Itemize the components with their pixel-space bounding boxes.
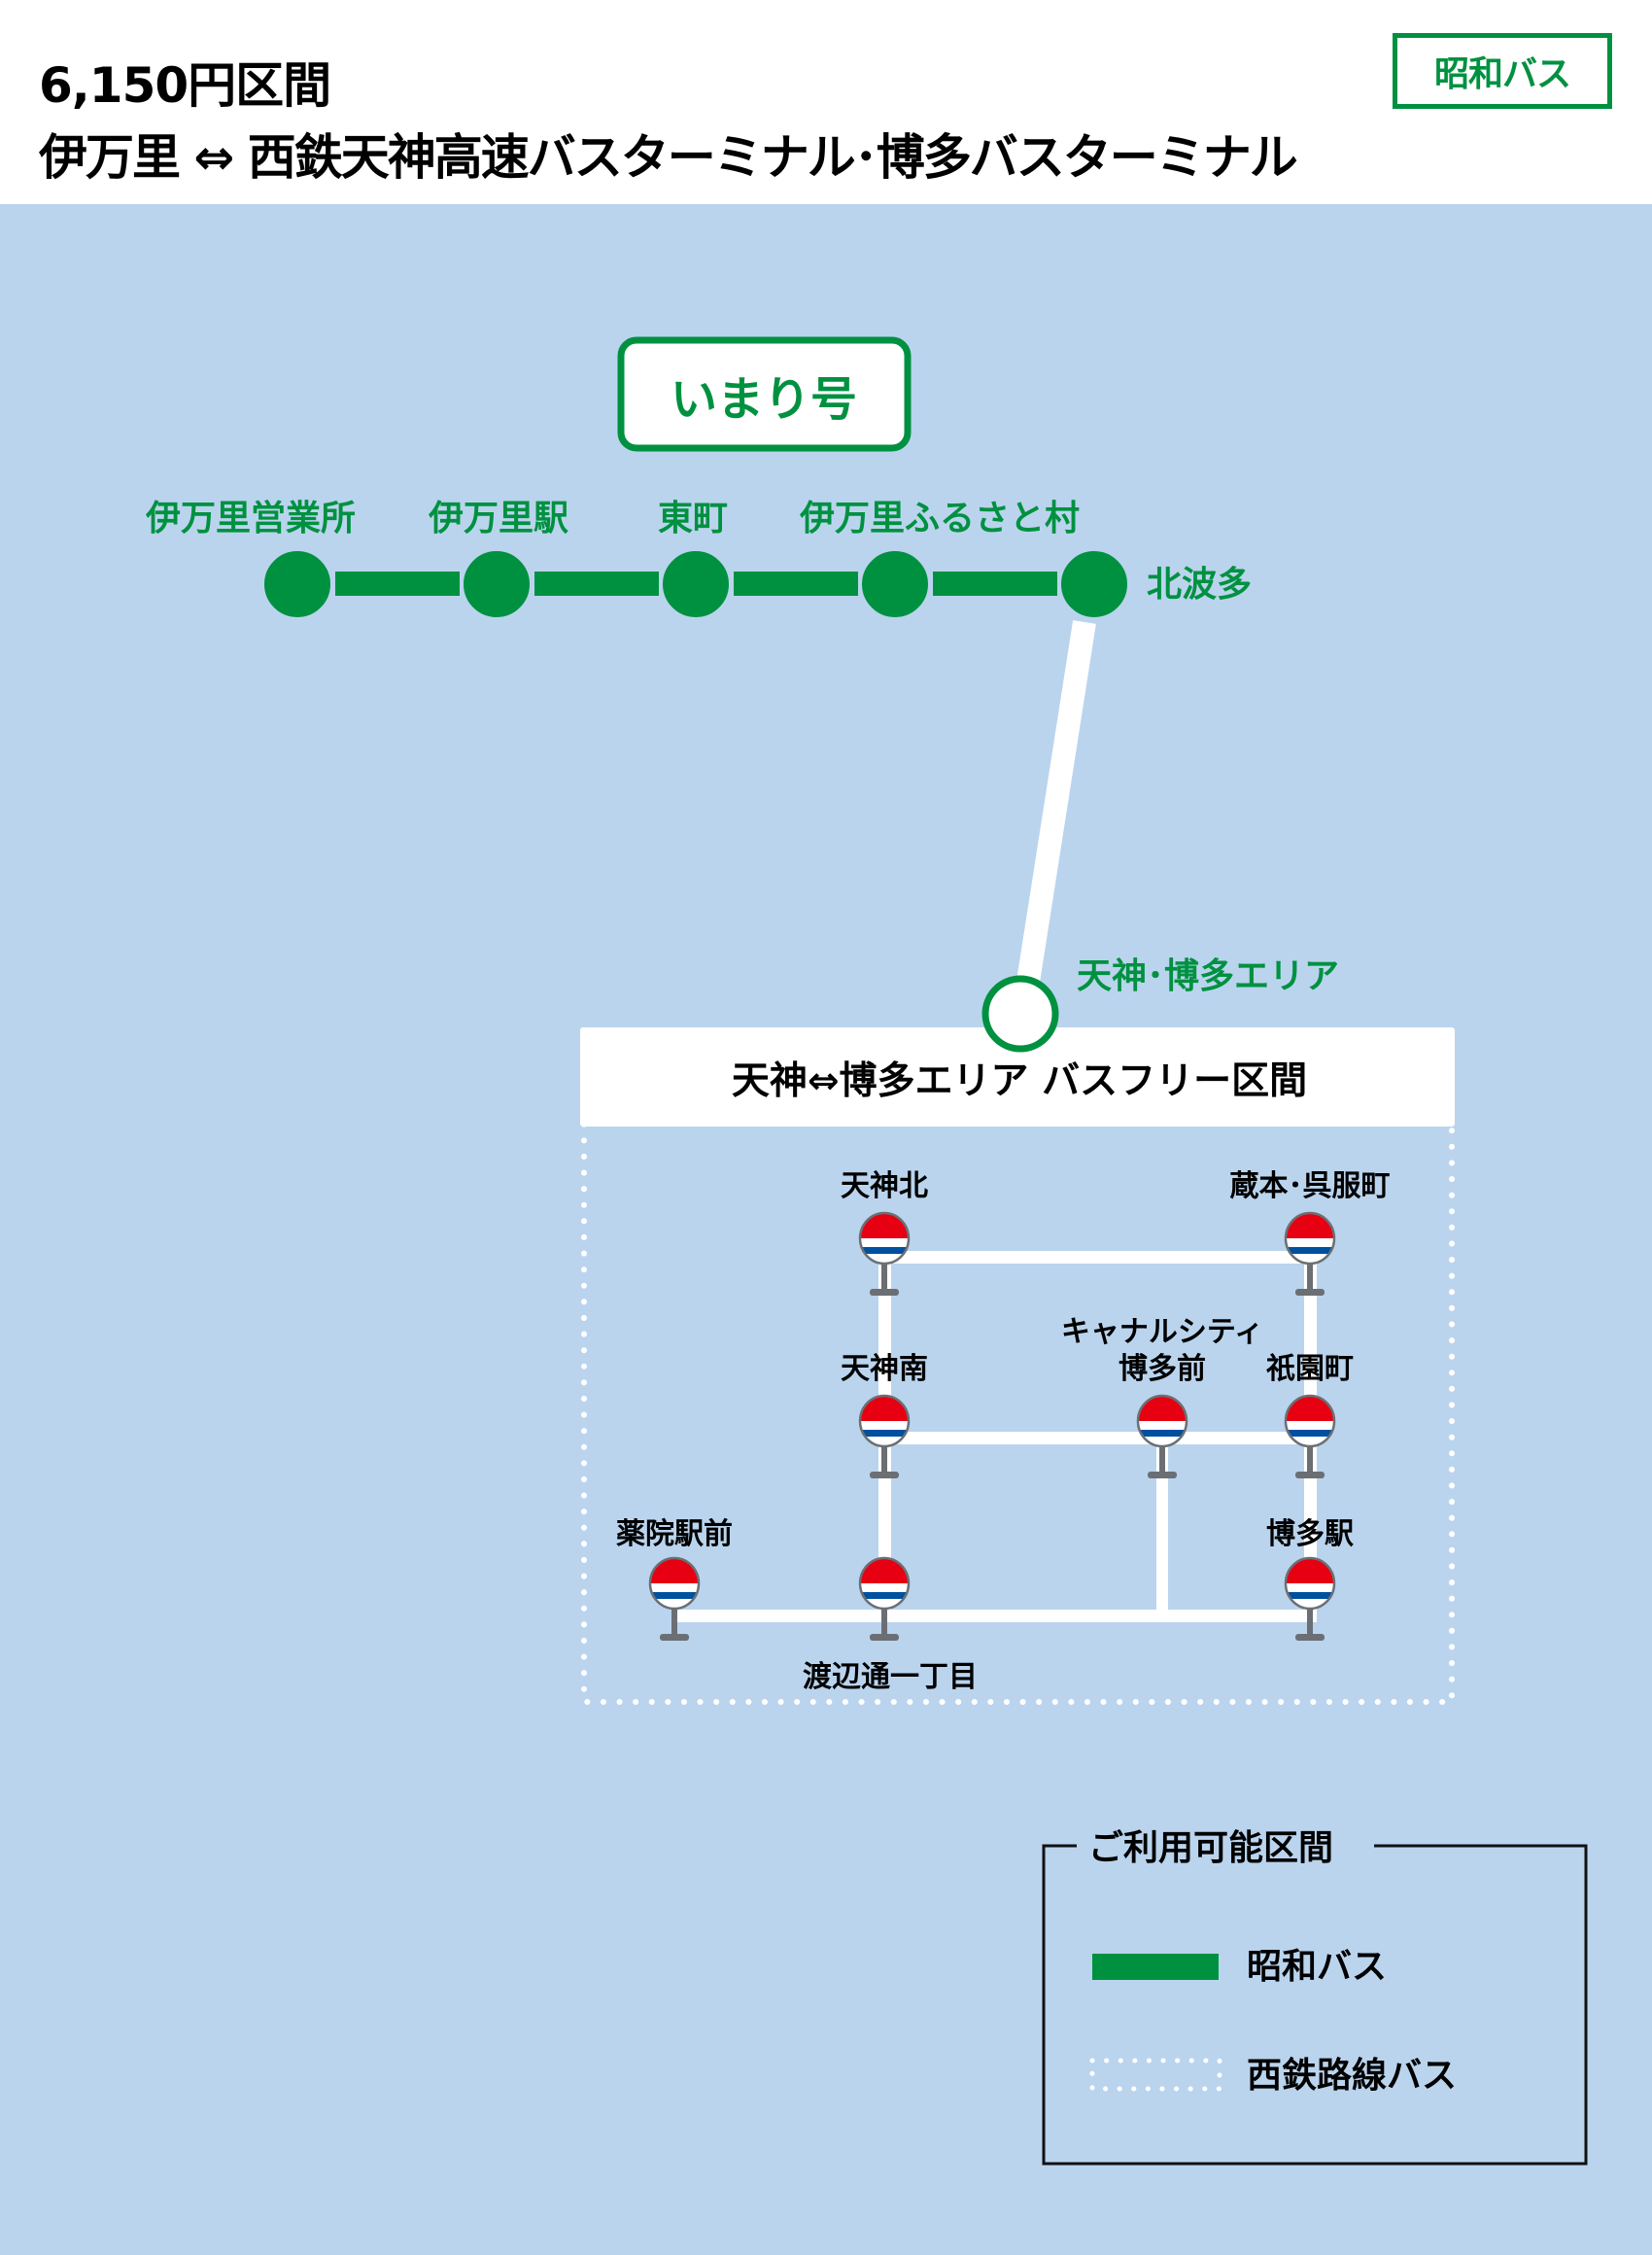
legend-label: 昭和バス (1247, 1947, 1387, 1987)
route-segment (933, 572, 1057, 596)
network-line (674, 1610, 1316, 1622)
bus-network-lines (674, 1251, 1317, 1622)
stop-label: 伊万里営業所 (145, 499, 356, 538)
route-stop: 伊万里駅 (428, 499, 568, 621)
header: 6,150円区間 伊万里 ⇔ 西鉄天神高速バスターミナル･博多バスターミナル 昭… (0, 0, 1652, 204)
bus-free-area-header (580, 1027, 1455, 1127)
route-segment (335, 572, 460, 596)
network-line (1156, 1432, 1168, 1622)
terminal-stop (981, 975, 1059, 1053)
route-segment (534, 572, 659, 596)
legend-label: 西鉄路線バス (1247, 2056, 1457, 2096)
bus-stop-labels: 天神北 蔵本･呉服町 天神南 キャナルシティ 博多前 祇園町 薬院駅前 渡辺通一… (616, 1169, 1391, 1694)
network-line (884, 1251, 1310, 1264)
legend-title: ご利用可能区間 (1088, 1828, 1333, 1868)
legend-swatch-dotted-white (1089, 2058, 1222, 2092)
fare-title: 6,150円区間 (39, 57, 331, 114)
operator-badge: 昭和バス (1393, 33, 1612, 109)
bus-stop-sign-icon (858, 1394, 911, 1478)
bus-stop-sign-icon (1284, 1211, 1336, 1296)
legend: ご利用可能区間 昭和バス 西鉄路線バス (1042, 1828, 1588, 2166)
stop-label: 伊万里ふるさと村 (799, 499, 1080, 538)
route-stop: 北波多 (1057, 547, 1252, 621)
bus-stop-label: 天神北 (841, 1169, 928, 1203)
route-stop: 東町 (658, 499, 733, 621)
bus-stops (648, 1211, 1336, 1641)
route-name: いまり号 (671, 372, 857, 427)
route-title: 伊万里 ⇔ 西鉄天神高速バスターミナル･博多バスターミナル (39, 129, 1298, 186)
stop-label: 伊万里駅 (428, 499, 568, 538)
route-stop: 伊万里営業所 (145, 499, 356, 621)
bus-stop-sign-icon (858, 1556, 911, 1641)
bus-stop-label: 祇園町 (1266, 1352, 1354, 1386)
bus-stop-sign-icon (1136, 1394, 1188, 1478)
route-name-box: いまり号 (617, 336, 912, 452)
route-line (335, 572, 1057, 596)
route-segment (734, 572, 858, 596)
connector-line (1016, 620, 1096, 984)
stop-label: 北波多 (1147, 565, 1252, 605)
bus-stop-label-line2: 博多前 (1119, 1352, 1206, 1386)
bus-stop-sign-icon (1284, 1394, 1336, 1478)
bus-free-area-title: 天神⇔博多エリア バスフリー区間 (732, 1059, 1307, 1103)
stop-label: 東町 (658, 499, 728, 538)
bus-stop-label: 蔵本･呉服町 (1230, 1169, 1391, 1203)
bus-stop-label: 薬院駅前 (616, 1517, 733, 1551)
bus-stop-sign-icon (648, 1556, 701, 1641)
network-line (884, 1432, 1310, 1444)
terminal-label: 天神･博多エリア (1077, 956, 1339, 996)
bus-stop-label: 博多駅 (1266, 1517, 1354, 1551)
bus-stop-sign-icon (1284, 1556, 1336, 1641)
bus-stop-label: キャナルシティ (1061, 1315, 1263, 1349)
bus-stop-sign-icon (858, 1211, 911, 1296)
bus-stop-label: 渡辺通一丁目 (803, 1660, 978, 1694)
legend-swatch-solid-green (1092, 1954, 1219, 1980)
route-stop: 伊万里ふるさと村 (799, 499, 1080, 621)
bus-stop-label: 天神南 (841, 1352, 928, 1386)
